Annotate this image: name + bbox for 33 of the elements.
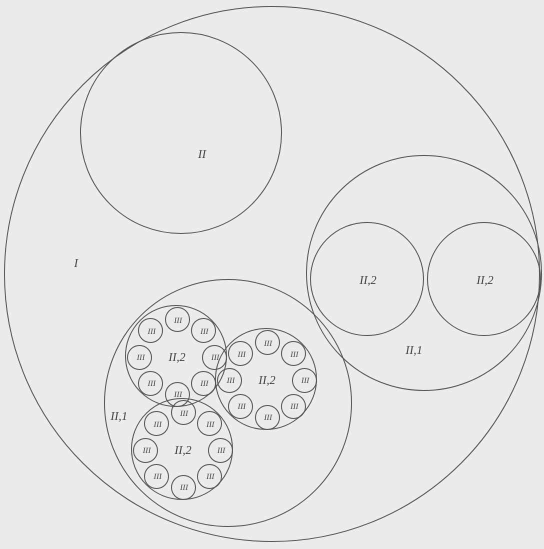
circle-label: III: [148, 380, 156, 388]
circle-label: III: [301, 377, 310, 385]
circle-label: III: [200, 328, 208, 336]
circle-label: III: [148, 328, 156, 336]
circle-label: II,2: [168, 351, 186, 363]
circle-label: III: [174, 391, 182, 400]
circle-label: III: [142, 447, 151, 455]
circle-label: II,2: [174, 444, 192, 456]
circle-label: III: [180, 410, 188, 418]
circle-label: II,2: [476, 274, 494, 286]
circle-label: III: [180, 484, 188, 492]
circle-label: III: [200, 380, 208, 388]
circle-label: III: [206, 473, 214, 482]
circle-label: III: [174, 316, 182, 325]
circle-label: III: [226, 377, 235, 385]
circle-label: II,2: [258, 374, 276, 386]
circle-label: III: [238, 403, 246, 412]
circle-label: III: [211, 354, 220, 362]
circle-label: I: [74, 257, 78, 269]
circle-label: III: [206, 420, 214, 429]
circle-label: III: [290, 350, 298, 359]
circle-label: III: [154, 420, 162, 429]
circle-label: III: [238, 350, 246, 359]
circle-label: III: [136, 354, 145, 362]
circle-label: II,1: [406, 344, 422, 356]
circle-label: III: [217, 447, 226, 455]
circle-label: II,2: [360, 274, 376, 286]
circle-label: III: [264, 414, 272, 422]
circle-label: II,1: [110, 410, 128, 422]
circle-label: III: [290, 403, 298, 412]
circle-label: II: [198, 148, 206, 160]
circle-label: III: [264, 340, 272, 348]
circle-label: III: [154, 473, 162, 482]
